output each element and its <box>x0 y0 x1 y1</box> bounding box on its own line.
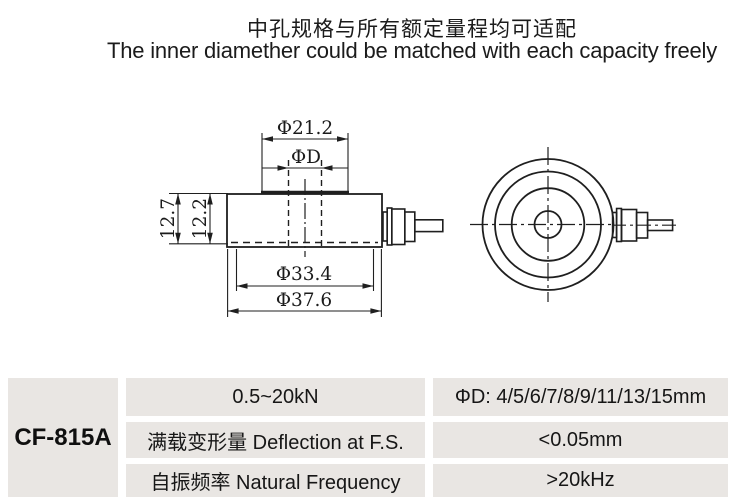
spec-capacity-cell: 0.5~20kN <box>126 378 425 416</box>
technical-drawing: Φ21.2 ΦD 12.7 12.2 Φ33.4 Φ37.6 <box>158 118 677 317</box>
page-title-zh: 中孔规格与所有额定量程均可适配 <box>247 18 577 41</box>
side-view-connector <box>382 207 444 246</box>
dim-label-height-inner: 12.2 <box>190 198 211 239</box>
page-title-en: The inner diamether could be matched wit… <box>106 38 718 63</box>
front-view-drawing <box>470 147 677 302</box>
spec-frequency-label-cell: 自振频率 Natural Frequency <box>126 464 425 497</box>
dim-label-inner-diameter: ΦD <box>291 147 321 168</box>
side-view-dimension-arrows <box>175 136 382 314</box>
dim-label-bottom-outer: Φ37.6 <box>276 290 332 311</box>
spec-deflection-value-cell: <0.05mm <box>433 422 728 458</box>
spec-deflection-label-cell: 满载变形量 Deflection at F.S. <box>126 422 425 458</box>
dim-label-bottom-inner: Φ33.4 <box>276 264 332 285</box>
dim-label-height-outer: 12.7 <box>158 198 179 239</box>
dim-label-top-outer: Φ21.2 <box>277 118 333 139</box>
spec-inner-diameter-options-cell: ΦD: 4/5/6/7/8/9/11/13/15mm <box>433 378 728 416</box>
spec-frequency-value-cell: >20kHz <box>433 464 728 497</box>
side-view-drawing <box>169 133 444 317</box>
model-cell: CF-815A <box>8 378 118 497</box>
